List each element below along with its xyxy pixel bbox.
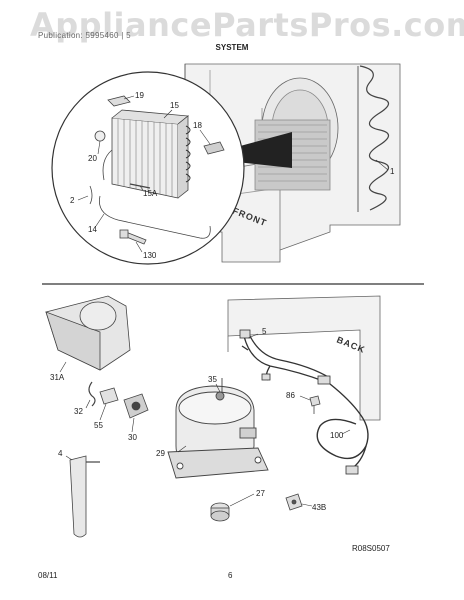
callout-86: 86 — [286, 391, 295, 400]
detail-small-parts — [89, 95, 225, 239]
drain-pin-130 — [119, 229, 147, 245]
compressor-cover-31a — [45, 295, 131, 371]
compressor-29 — [167, 378, 269, 479]
cabinet-back-view — [184, 63, 401, 263]
callout-31a: 31A — [50, 373, 65, 382]
callout-15a: 15A — [143, 189, 158, 198]
grommet-27 — [210, 502, 230, 522]
callout-43b: 43B — [312, 503, 326, 512]
back-condenser-coil — [357, 65, 390, 212]
power-cord-100 — [316, 383, 369, 475]
callout-27: 27 — [256, 489, 265, 498]
callout-32: 32 — [74, 407, 83, 416]
callout-1: 1 — [390, 167, 395, 176]
figure-code: R08S0507 — [352, 544, 390, 553]
callout-5: 5 — [262, 327, 267, 336]
callout-100: 100 — [330, 431, 344, 440]
footer-date: 08/11 — [38, 571, 58, 580]
footer-page-number: 6 — [228, 571, 233, 580]
callout-4: 4 — [58, 449, 63, 458]
upper-leader-lines — [77, 95, 389, 253]
callout-20: 20 — [88, 154, 97, 163]
condenser-fins — [117, 119, 173, 197]
callout-29: 29 — [156, 449, 165, 458]
callout-14: 14 — [88, 225, 97, 234]
clamp-86 — [309, 395, 321, 414]
wiring-harness-5 — [239, 329, 331, 385]
condenser-tube-loops — [185, 125, 191, 183]
section-title: SYSTEM — [215, 43, 249, 52]
watermark-logo: AppliancePartsPros.com — [30, 6, 464, 44]
bracket-43b — [285, 493, 303, 511]
callout-15: 15 — [170, 101, 179, 110]
callout-2: 2 — [70, 196, 75, 205]
condenser-detail-circle — [51, 71, 245, 265]
callout-18: 18 — [193, 121, 202, 130]
publication-subtitle: Publication: 5995460 | 5 — [38, 31, 131, 40]
cabinet-lower-corner — [227, 295, 381, 421]
callout-19: 19 — [135, 91, 144, 100]
callout-35: 35 — [208, 375, 217, 384]
lower-leader-lines — [59, 333, 351, 507]
callout-55: 55 — [94, 421, 103, 430]
start-components — [88, 381, 149, 419]
callout-30: 30 — [128, 433, 137, 442]
callout-130: 130 — [143, 251, 157, 260]
dryer-tube-4 — [69, 455, 100, 538]
